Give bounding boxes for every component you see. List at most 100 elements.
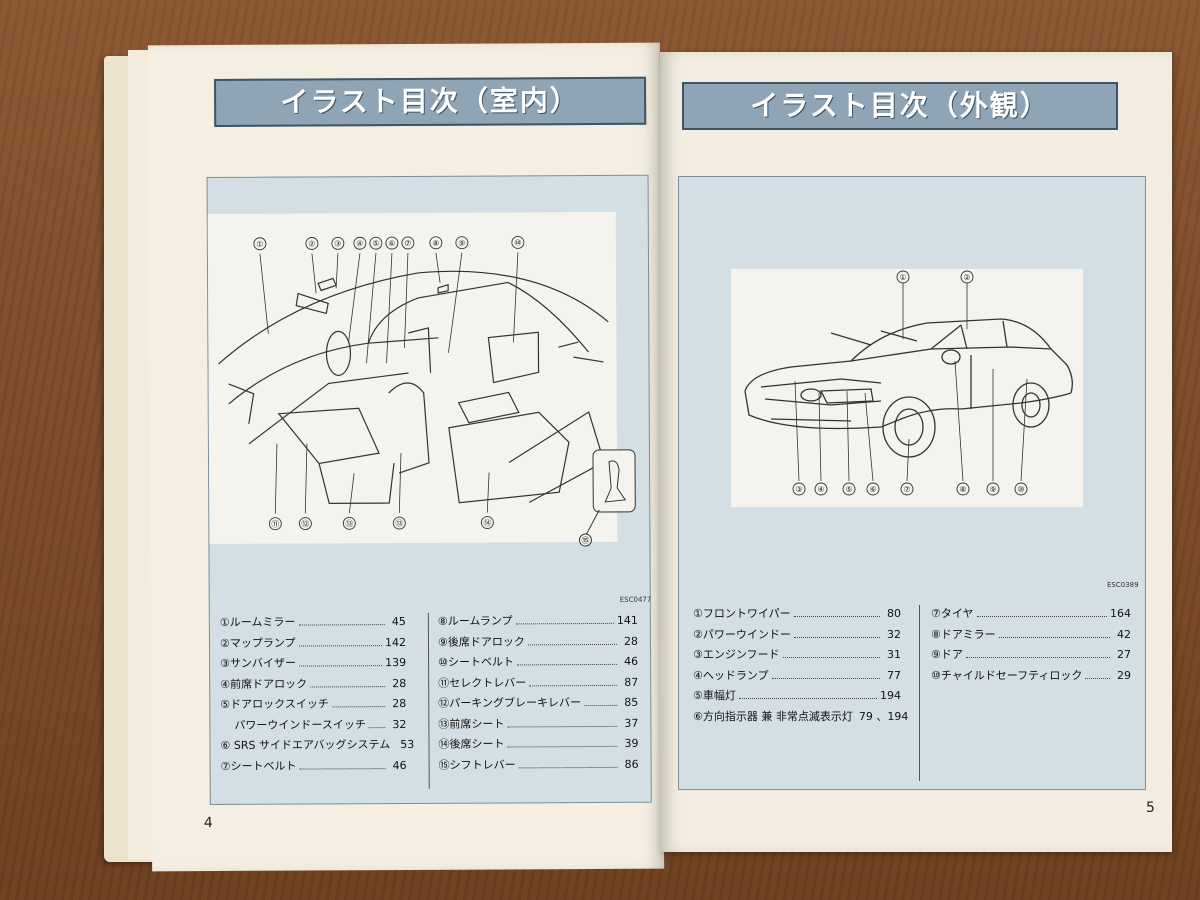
- toc-leader-dots: [310, 686, 385, 687]
- toc-leader-dots: [584, 705, 617, 706]
- toc-page-number: 142: [385, 636, 406, 649]
- ext-callout-10: ⑩: [1017, 485, 1024, 494]
- toc-page-number: 45: [388, 615, 406, 628]
- toc-leader-dots: [299, 645, 382, 646]
- ext-callout-7: ⑦: [903, 485, 910, 494]
- toc-leader-dots: [519, 766, 618, 768]
- toc-row: ⑩シートベルト 46: [438, 653, 638, 675]
- toc-leader-dots: [966, 657, 1110, 658]
- toc-row: ⑭後席シート 39: [438, 735, 638, 757]
- toc-row: ⑦タイヤ 164: [931, 605, 1131, 626]
- toc-page-number: 77: [883, 669, 901, 682]
- toc-page-number: 53: [396, 738, 414, 751]
- toc-leader-dots: [298, 624, 384, 625]
- toc-label: ②パワーウインドー: [693, 626, 791, 642]
- toc-page-number: 31: [883, 648, 901, 661]
- toc-row: ⑬前席シート 37: [438, 714, 638, 736]
- toc-page-number: 28: [620, 634, 638, 647]
- ext-callout-3: ③: [795, 485, 802, 494]
- toc-label: ⑬前席シート: [438, 715, 504, 731]
- toc-row: ⑦シートベルト 46: [221, 757, 407, 778]
- ext-callout-2: ②: [963, 273, 970, 282]
- right-figure-code: ESC0389: [1107, 581, 1139, 589]
- callout-9: ⑨: [458, 239, 465, 248]
- callout-6: ⑥: [388, 239, 395, 248]
- callout-7: ⑦: [404, 239, 411, 248]
- toc-label: ②マップランプ: [220, 634, 296, 650]
- toc-label: パワーウインドースイッチ: [220, 716, 366, 733]
- toc-label: ⑦タイヤ: [931, 605, 974, 621]
- toc-page-number: 28: [388, 677, 406, 690]
- toc-row: ②マップランプ 142: [220, 634, 406, 655]
- toc-page-number: 194: [880, 689, 901, 702]
- left-page-title: イラスト目次（室内）: [214, 77, 646, 127]
- callout-14: ⑭: [483, 519, 491, 528]
- toc-label: ⑮シフトレバー: [439, 756, 516, 772]
- toc-page-number: 28: [388, 697, 406, 710]
- toc-label: ⑧ルームランプ: [438, 612, 513, 628]
- toc-label: ⑦シートベルト: [221, 757, 297, 773]
- toc-leader-dots: [508, 746, 618, 748]
- left-figure-code: ESC0477: [620, 596, 652, 604]
- toc-page-number: 32: [883, 628, 901, 641]
- ext-callout-5: ⑤: [845, 485, 852, 494]
- toc-page-number: 85: [620, 696, 638, 709]
- toc-leader-dots: [999, 637, 1110, 638]
- shift-lever-inset: ⑮: [577, 448, 638, 548]
- toc-leader-dots: [1085, 678, 1110, 679]
- toc-label: ①ルームミラー: [220, 614, 296, 630]
- toc-page-number: 86: [621, 757, 639, 770]
- toc-leader-dots: [517, 664, 617, 666]
- callout-15: ⑮: [581, 536, 589, 545]
- toc-leader-dots: [794, 637, 880, 638]
- toc-page-number: 87: [620, 675, 638, 688]
- toc-leader-dots: [528, 643, 617, 644]
- toc-leader-dots: [300, 768, 386, 769]
- callout-8: ⑧: [432, 239, 439, 248]
- toc-row: ⑨後席ドアロック 28: [438, 632, 638, 654]
- toc-row: ⑮シフトレバー 86: [439, 755, 639, 777]
- toc-label: ⑩チャイルドセーフティロック: [931, 667, 1082, 683]
- toc-label: ⑩シートベルト: [438, 653, 514, 669]
- toc-page-number: 46: [620, 655, 638, 668]
- toc-leader-dots: [507, 725, 617, 727]
- toc-leader-dots: [794, 616, 880, 617]
- callout-13b: ⑬: [395, 519, 403, 528]
- right-page-number: 5: [1146, 800, 1155, 816]
- toc-page-number: 37: [620, 716, 638, 729]
- callout-12: ⑫: [301, 520, 309, 529]
- toc-label: ⑥方向指示器 兼 非常点滅表示灯: [693, 708, 853, 724]
- toc-leader-dots: [299, 665, 382, 666]
- toc-page-number: 46: [389, 759, 407, 772]
- toc-leader-dots: [516, 623, 614, 625]
- left-page-number: 4: [204, 815, 213, 831]
- toc-divider-right: [919, 605, 920, 781]
- right-page: イラスト目次（外観）: [660, 52, 1172, 852]
- toc-label: ⑨後席ドアロック: [438, 633, 525, 649]
- ext-callout-6: ⑥: [869, 485, 876, 494]
- toc-leader-dots: [783, 657, 880, 658]
- interior-illustration: ① ② ③ ④ ⑤ ⑥ ⑦ ⑧ ⑨ ⑩ ⑪ ⑫ ⑬ ⑬ ⑭: [208, 212, 618, 544]
- toc-row: ③エンジンフード 31: [693, 646, 901, 667]
- toc-page-number: 164: [1110, 607, 1131, 620]
- toc-label: ③エンジンフード: [693, 646, 780, 662]
- toc-page-number: 141: [617, 614, 638, 627]
- toc-page-number: 79 、194: [859, 708, 909, 724]
- toc-label: ⑭後席シート: [438, 735, 504, 751]
- toc-leader-dots: [529, 684, 617, 685]
- toc-page-number: 39: [620, 737, 638, 750]
